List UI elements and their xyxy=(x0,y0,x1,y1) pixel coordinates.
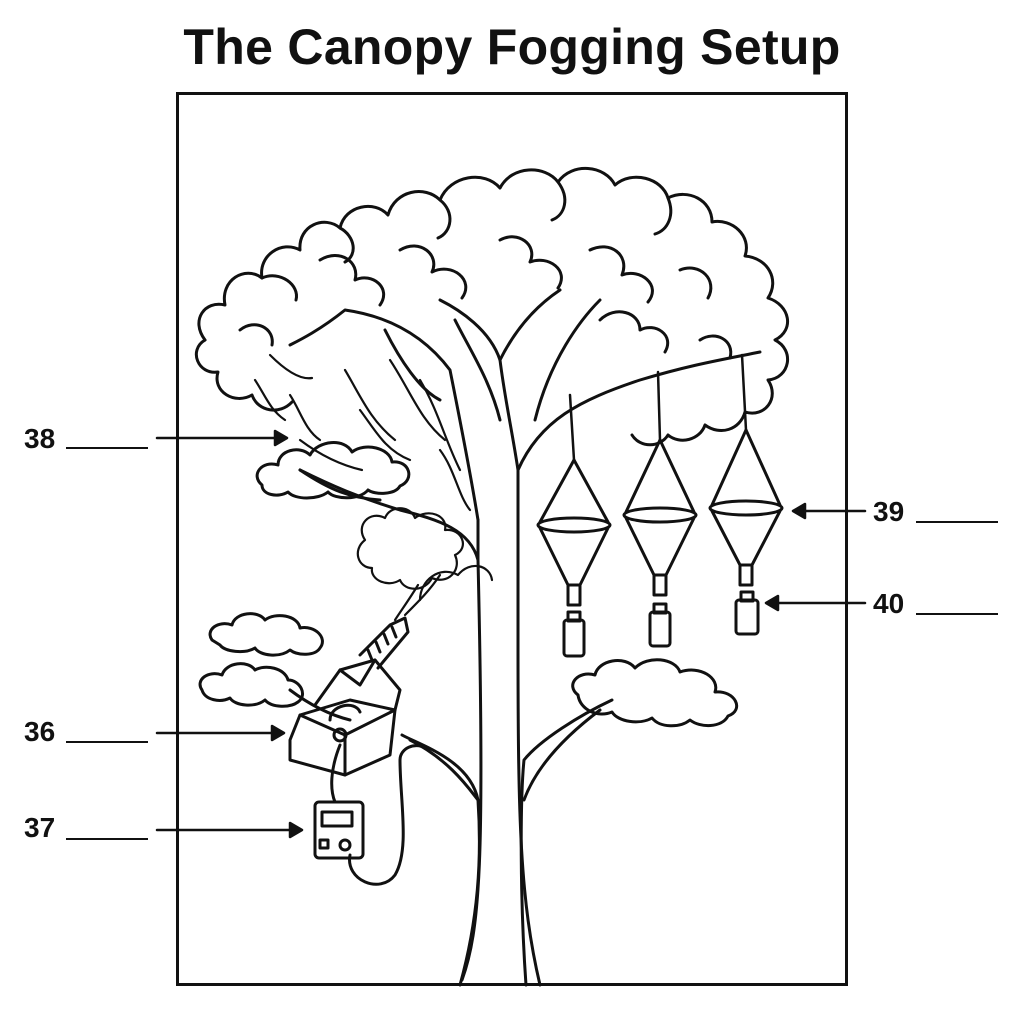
funnel-trap-1 xyxy=(536,458,612,658)
arrow-39 xyxy=(791,502,867,520)
label-39: 39 xyxy=(873,496,905,527)
answer-blank-37[interactable] xyxy=(66,838,148,840)
answer-blank-38[interactable] xyxy=(66,447,148,449)
foliage-clump-right xyxy=(571,658,739,728)
arrow-40 xyxy=(764,594,867,612)
fog-cloud xyxy=(253,353,494,622)
tree-canopy xyxy=(194,166,790,447)
foliage-clump-left xyxy=(255,441,411,500)
page-title: The Canopy Fogging Setup xyxy=(183,19,841,75)
answer-blank-39[interactable] xyxy=(916,521,998,523)
funnel-trap-2 xyxy=(622,438,698,648)
foliage-clump-lower-left-2 xyxy=(198,662,304,708)
arrow-36 xyxy=(155,724,286,742)
label-36: 36 xyxy=(24,716,56,747)
label-arrows xyxy=(155,429,867,839)
arrow-38 xyxy=(155,429,289,447)
tree-trunk xyxy=(288,288,762,987)
label-38: 38 xyxy=(24,423,56,454)
label-37: 37 xyxy=(24,812,56,843)
arrow-37 xyxy=(155,821,304,839)
fogger-controller xyxy=(313,743,427,886)
trap-rope xyxy=(568,353,748,462)
fogging-machine xyxy=(288,616,410,777)
answer-blank-36[interactable] xyxy=(66,741,148,743)
label-40: 40 xyxy=(873,588,905,619)
funnel-trap-3 xyxy=(708,428,784,636)
answer-blank-40[interactable] xyxy=(916,613,998,615)
diagram-frame xyxy=(176,92,848,986)
foliage-clump-lower-left-1 xyxy=(208,612,324,657)
